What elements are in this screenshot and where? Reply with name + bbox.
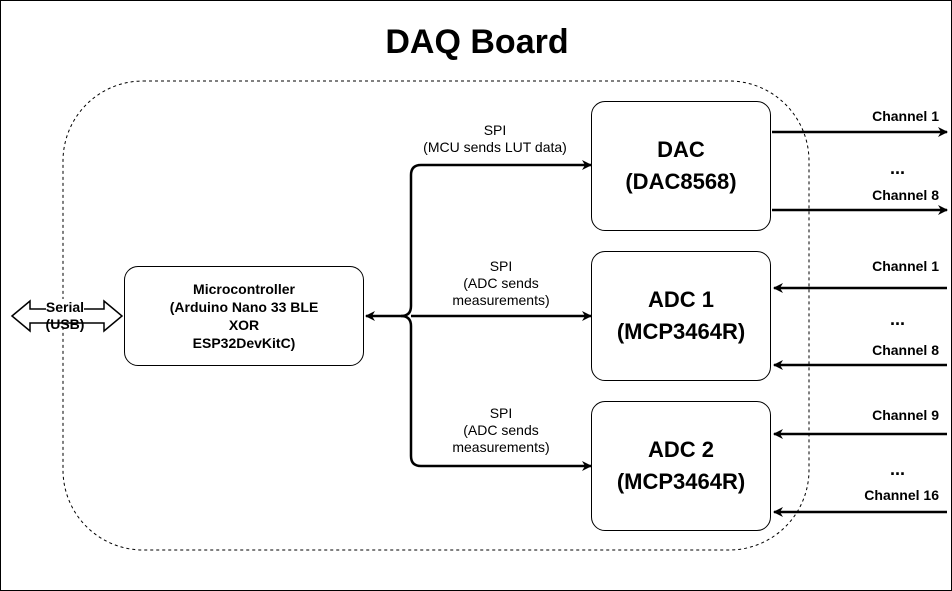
dac-channel-ellipsis: ... <box>890 158 906 178</box>
microcontroller-box: Microcontroller (Arduino Nano 33 BLE XOR… <box>124 266 364 366</box>
microcontroller-board-option-1: (Arduino Nano 33 BLE <box>169 299 319 315</box>
dac-part-number: (DAC8568) <box>625 169 737 194</box>
adc1-channel-ellipsis: ... <box>890 309 906 329</box>
adc1-channel-last-label: Channel 8 <box>872 342 939 358</box>
microcontroller-label: Microcontroller <box>193 281 295 297</box>
adc1-label: ADC 1 <box>647 287 714 312</box>
spi-dac-protocol: SPI <box>483 122 507 138</box>
microcontroller-xor: XOR <box>228 317 260 333</box>
spi-adc1-protocol: SPI <box>489 258 513 274</box>
microcontroller-board-option-2: ESP32DevKitC) <box>192 335 296 351</box>
adc2-channel-ellipsis: ... <box>890 459 906 479</box>
serial-interface: (USB) <box>45 316 85 332</box>
serial-protocol: Serial <box>45 299 85 316</box>
adc2-label: ADC 2 <box>647 437 714 462</box>
adc1-part-number: (MCP3464R) <box>616 319 746 344</box>
adc1-box: ADC 1 (MCP3464R) <box>591 251 771 381</box>
adc1-channel-first-label: Channel 1 <box>872 258 939 274</box>
spi-adc2-description-1: (ADC sends <box>463 422 539 438</box>
spi-adc2-protocol: SPI <box>489 405 513 421</box>
dac-channel-last-label: Channel 8 <box>872 187 939 203</box>
adc2-box: ADC 2 (MCP3464R) <box>591 401 771 531</box>
spi-adc2-label: SPI (ADC sends measurements) <box>429 405 573 456</box>
serial-double-arrow <box>10 299 124 333</box>
spi-adc1-description-2: measurements) <box>452 292 550 308</box>
dac-box: DAC (DAC8568) <box>591 101 771 231</box>
spi-dac-label: SPI (MCU sends LUT data) <box>405 122 585 156</box>
spi-adc1-description-1: (ADC sends <box>463 275 539 291</box>
serial-label: Serial (USB) <box>33 299 97 333</box>
adc2-part-number: (MCP3464R) <box>616 469 746 494</box>
spi-bus-adc2 <box>400 314 592 471</box>
spi-adc2-description-2: measurements) <box>452 439 550 455</box>
diagram-title: DAQ Board <box>385 23 569 61</box>
spi-adc1-label: SPI (ADC sends measurements) <box>429 258 573 309</box>
dac-channel-first-label: Channel 1 <box>872 108 939 124</box>
adc2-channel-first-label: Channel 9 <box>872 407 939 423</box>
spi-dac-description: (MCU sends LUT data) <box>423 139 567 155</box>
adc2-channel-last-label: Channel 16 <box>864 487 939 503</box>
dac-label: DAC <box>657 137 705 162</box>
